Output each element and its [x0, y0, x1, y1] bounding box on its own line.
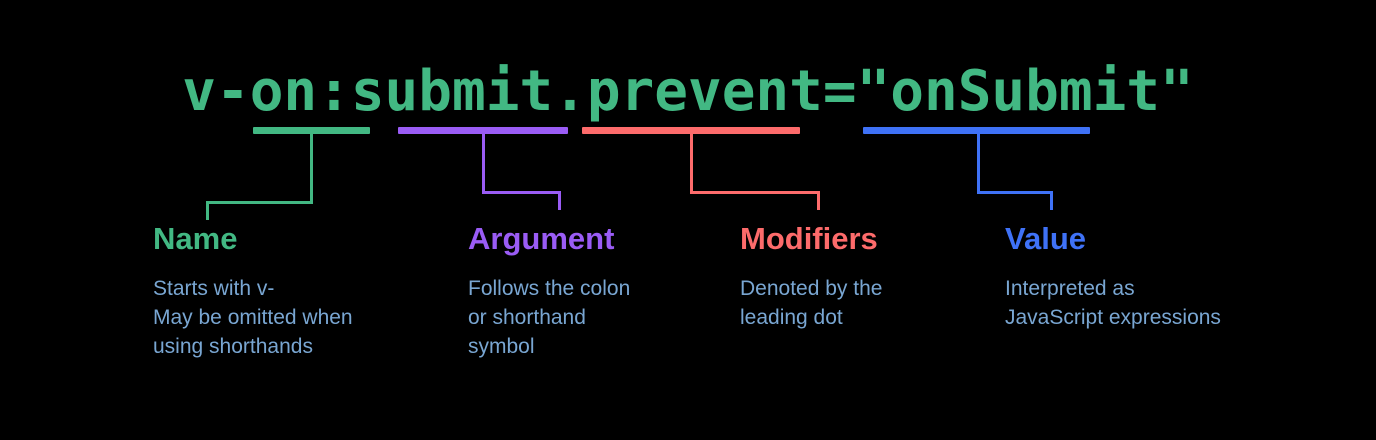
underline-bar-value — [863, 127, 1090, 134]
underline-bar-name — [253, 127, 370, 134]
connector-value — [977, 131, 1053, 210]
legend-column-value: Value Interpreted as JavaScript expressi… — [1005, 220, 1315, 332]
connector-modifiers — [690, 131, 820, 210]
legend-description-modifiers: Denoted by the leading dot — [740, 277, 883, 329]
connector-argument — [482, 131, 561, 210]
legend-description-value: Interpreted as JavaScript expressions — [1005, 277, 1221, 329]
legend-title-value: Value — [1005, 221, 1086, 256]
legend-column-argument: Argument Follows the colon or shorthand … — [468, 220, 728, 361]
underline-bar-argument — [398, 127, 568, 134]
underline-bar-modifiers — [582, 127, 800, 134]
connector-name — [206, 131, 313, 220]
legend-column-modifiers: Modifiers Denoted by the leading dot — [740, 220, 990, 332]
legend-description-argument: Follows the colon or shorthand symbol — [468, 277, 631, 358]
legend-title-name: Name — [153, 221, 238, 256]
legend-description-name: Starts with v- May be omitted when using… — [153, 277, 353, 358]
code-expression: v-on:submit.prevent="onSubmit" — [182, 59, 1194, 124]
legend-title-argument: Argument — [468, 221, 615, 256]
legend-title-modifiers: Modifiers — [740, 221, 878, 256]
legend-column-name: Name Starts with v- May be omitted when … — [153, 220, 453, 361]
